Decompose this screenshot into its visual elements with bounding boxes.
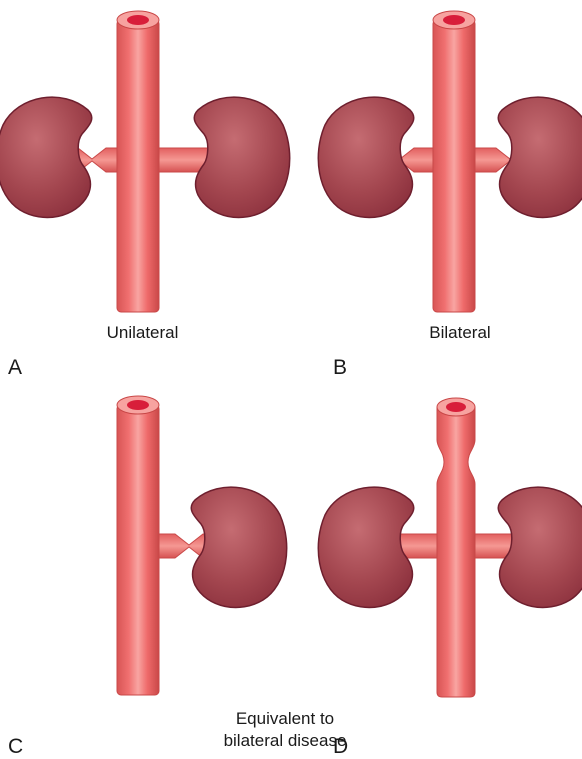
right-kidney bbox=[498, 487, 582, 607]
right-kidney bbox=[498, 97, 582, 217]
caption-bilateral: Bilateral bbox=[405, 322, 515, 344]
panel-label-c: C bbox=[8, 735, 23, 759]
aorta-lumen bbox=[446, 402, 466, 412]
aorta bbox=[117, 405, 159, 695]
aorta-lumen bbox=[127, 15, 149, 25]
panel-label-a: A bbox=[8, 356, 22, 380]
aorta bbox=[433, 20, 475, 312]
left-kidney bbox=[0, 97, 92, 217]
caption-equivalent-bilateral: Equivalent to bilateral disease bbox=[220, 708, 350, 752]
left-kidney bbox=[318, 487, 413, 607]
panel-c bbox=[117, 396, 287, 695]
panel-b bbox=[318, 11, 582, 312]
panel-label-b: B bbox=[333, 356, 347, 380]
aorta-lumen bbox=[443, 15, 465, 25]
right-kidney bbox=[194, 97, 289, 217]
caption-unilateral: Unilateral bbox=[85, 322, 200, 344]
aorta-lumen bbox=[127, 400, 149, 410]
panel-label-d: D bbox=[333, 735, 348, 759]
aorta bbox=[117, 20, 159, 312]
left-kidney bbox=[318, 97, 413, 217]
solitary-kidney bbox=[191, 487, 286, 607]
panel-d bbox=[318, 398, 582, 697]
aorta-with-suprarenal-stenosis bbox=[437, 407, 475, 697]
panel-a bbox=[0, 11, 290, 312]
